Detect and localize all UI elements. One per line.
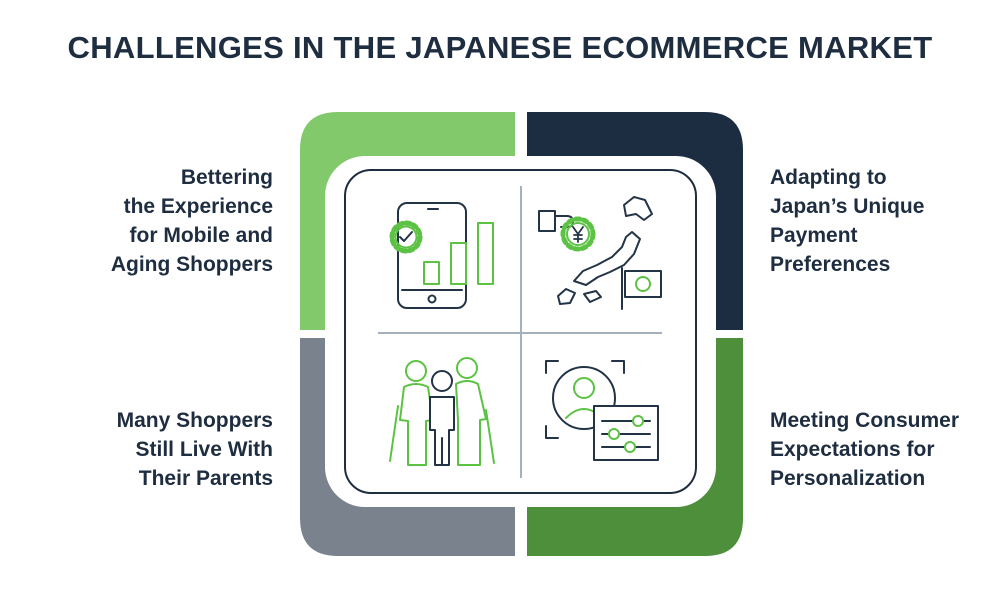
label-line: Aging Shoppers [110, 253, 273, 276]
user-profile-settings-icon [545, 360, 659, 461]
label-top-left: Bettering the Experience for Mobile and … [111, 163, 273, 279]
family-with-elderly-parents-icon [389, 357, 495, 466]
label-line: Adapting to [770, 166, 887, 189]
label-line: Expectations for [770, 438, 935, 461]
smartphone-gear-bar-chart-icon [389, 202, 494, 309]
label-line: Many Shoppers [116, 409, 273, 432]
japan-map-yen-payment-icon [538, 196, 662, 310]
label-line: the Experience [123, 195, 273, 218]
label-bottom-left: Many Shoppers Still Live With Their Pare… [117, 406, 273, 493]
label-bottom-right: Meeting Consumer Expectations for Person… [770, 406, 959, 493]
page-title: CHALLENGES IN THE JAPANESE ECOMMERCE MAR… [67, 30, 933, 65]
label-line: Meeting Consumer [770, 409, 960, 432]
label-line: for Mobile and [129, 224, 274, 247]
label-line: Still Live With [135, 438, 273, 461]
label-line: Personalization [770, 467, 926, 490]
label-line: Bettering [180, 166, 273, 189]
label-top-right: Adapting to Japan’s Unique Payment Prefe… [770, 163, 924, 279]
label-line: Payment [770, 224, 858, 247]
center-frame-ring [344, 169, 697, 494]
label-line: Japan’s Unique [770, 195, 925, 218]
label-line: Their Parents [138, 467, 273, 490]
label-line: Preferences [770, 253, 891, 276]
